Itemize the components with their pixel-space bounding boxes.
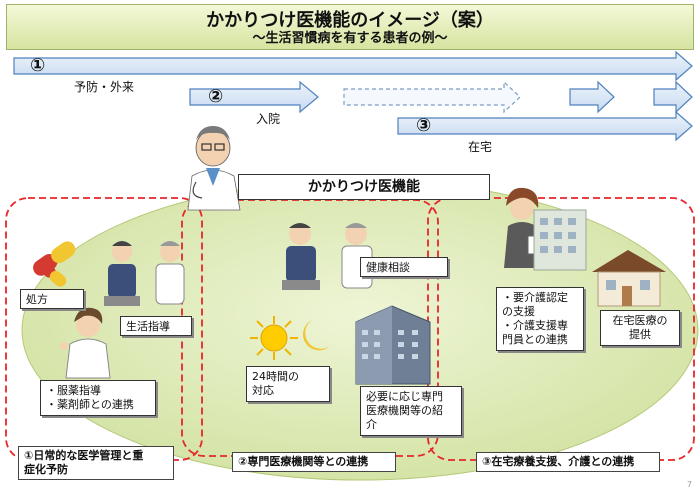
- zone1-caption: ①日常的な医学管理と重 症化予防: [18, 446, 174, 480]
- title-bar: [6, 4, 694, 50]
- allday-support-line2: 対応: [252, 384, 274, 397]
- zone2-caption: ②専門医療機関等との連携: [232, 452, 396, 472]
- stage2-arrow: [189, 80, 319, 114]
- care-facility-icon: [533, 209, 587, 271]
- specialist-referral-line2: 医療機関等の紹: [366, 404, 443, 417]
- specialist-referral-line3: 介: [366, 418, 377, 431]
- family-doctor-function-banner: かかりつけ医機能: [238, 174, 490, 200]
- stage3-arrow: [397, 110, 693, 142]
- stage2-number: ②: [208, 86, 224, 107]
- zone1-caption-line1: ①日常的な医学管理と重: [24, 449, 144, 462]
- stage2-small-arrow: [569, 80, 615, 114]
- consultation-left-icon: [104, 241, 185, 306]
- sun-moon-icon: [250, 316, 330, 360]
- page-number: 7: [686, 480, 692, 489]
- medication-guidance-line2: ・薬剤師との連携: [46, 398, 134, 411]
- page-title: かかりつけ医機能のイメージ（案）: [206, 10, 494, 31]
- stage2-label: 入院: [256, 112, 281, 126]
- stage1-label: 予防・外来: [74, 80, 135, 94]
- care-support-line3: ・介護支援専: [502, 319, 568, 332]
- hospital-icon: [355, 305, 431, 385]
- prescription-label: 処方: [26, 293, 48, 306]
- allday-support-box: 24時間の 対応: [246, 366, 330, 402]
- zone3-caption: ③在宅療養支援、介護との連携: [476, 452, 660, 472]
- care-support-box: ・要介護認定 の支援 ・介護支援専 門員との連携: [496, 287, 584, 351]
- care-support-line1: ・要介護認定: [502, 291, 568, 304]
- pharmacist-icon: [60, 307, 111, 379]
- specialist-referral-box: 必要に応じ専門 医療機関等の紹 介: [360, 386, 462, 436]
- house-icon: [592, 250, 666, 307]
- stage2-end-arrow: [653, 80, 693, 114]
- care-support-line4: 門員との連携: [502, 333, 568, 346]
- allday-support-line1: 24時間の: [252, 370, 299, 383]
- page-subtitle: 〜生活習慣病を有する患者の例〜: [252, 31, 448, 46]
- lifestyle-guidance-box: 生活指導: [120, 316, 192, 336]
- home-care-box: 在宅医療の 提供: [600, 310, 680, 346]
- stage3-number: ③: [416, 115, 432, 136]
- zone1-caption-line2: 症化予防: [24, 463, 68, 476]
- stage2-dashed-arrow: [343, 80, 521, 114]
- specialist-referral-line1: 必要に応じ専門: [366, 390, 443, 403]
- stage1-number: ①: [30, 55, 46, 76]
- health-consult-label: 健康相談: [366, 261, 410, 274]
- home-care-line1: 在宅医療の: [612, 314, 668, 327]
- prescription-box: 処方: [20, 289, 84, 309]
- zone3-caption-label: ③在宅療養支援、介護との連携: [482, 455, 635, 468]
- home-care-line2: 提供: [629, 328, 651, 341]
- medication-guidance-box: ・服薬指導 ・薬剤師との連携: [40, 380, 156, 416]
- medication-guidance-line1: ・服薬指導: [46, 384, 101, 397]
- stage1-arrow: [13, 50, 693, 82]
- stage3-label: 在宅: [468, 140, 493, 154]
- zone2-caption-label: ②専門医療機関等との連携: [238, 455, 369, 468]
- lifestyle-guidance-label: 生活指導: [126, 320, 170, 333]
- doctor-icon: [187, 126, 241, 211]
- consultation-center-icon: [282, 223, 373, 290]
- health-consult-box: 健康相談: [360, 257, 448, 277]
- pill-icon: [33, 241, 76, 287]
- care-support-line2: の支援: [502, 305, 535, 318]
